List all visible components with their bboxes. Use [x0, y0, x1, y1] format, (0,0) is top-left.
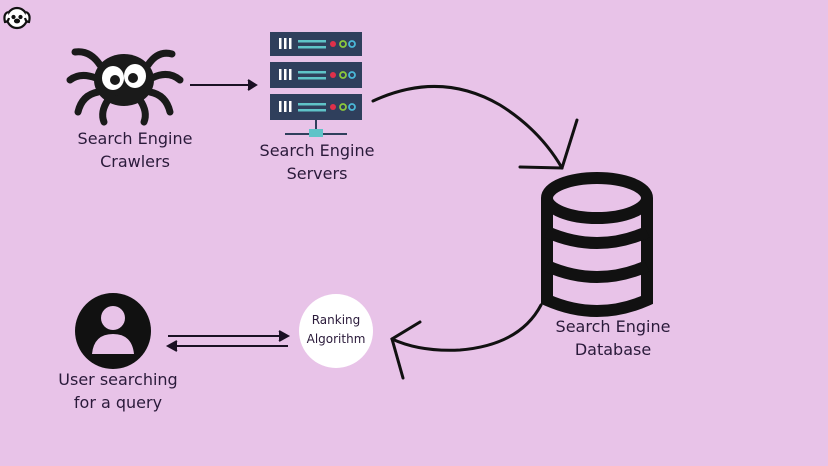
user-label-line1: User searching [58, 370, 178, 389]
crawlers-label: Search Engine Crawlers [60, 127, 210, 173]
ranking-label-line1: Ranking [311, 313, 361, 327]
spider-icon [66, 48, 184, 126]
arrow-ranking-to-user [165, 340, 288, 352]
servers-label-line1: Search Engine [259, 141, 375, 160]
server-rack-icon [270, 32, 362, 137]
crawlers-label-line1: Search Engine [77, 129, 193, 148]
user-icon [75, 293, 151, 369]
database-label-line2: Database [574, 340, 652, 359]
arrow-user-to-ranking [168, 330, 291, 342]
crawlers-label-line2: Crawlers [100, 152, 170, 171]
database-icon [541, 172, 653, 317]
server-unit [270, 32, 362, 56]
dog-logo-icon [3, 6, 31, 30]
server-unit [270, 62, 362, 88]
user-label-line2: for a query [73, 393, 163, 412]
arrow-database-to-ranking [390, 303, 543, 380]
user-label: User searching for a query [38, 368, 198, 414]
servers-label-line2: Servers [286, 164, 348, 183]
server-unit [270, 94, 362, 120]
arrow-servers-to-database [371, 85, 579, 170]
database-label-line1: Search Engine [555, 317, 671, 336]
ranking-label-line2: Algorithm [306, 332, 366, 346]
ranking-label: Ranking Algorithm [296, 311, 376, 349]
servers-label: Search Engine Servers [242, 139, 392, 185]
database-label: Search Engine Database [538, 315, 688, 361]
arrow-crawlers-to-servers [190, 79, 258, 91]
ranking-algorithm-node [299, 294, 373, 368]
